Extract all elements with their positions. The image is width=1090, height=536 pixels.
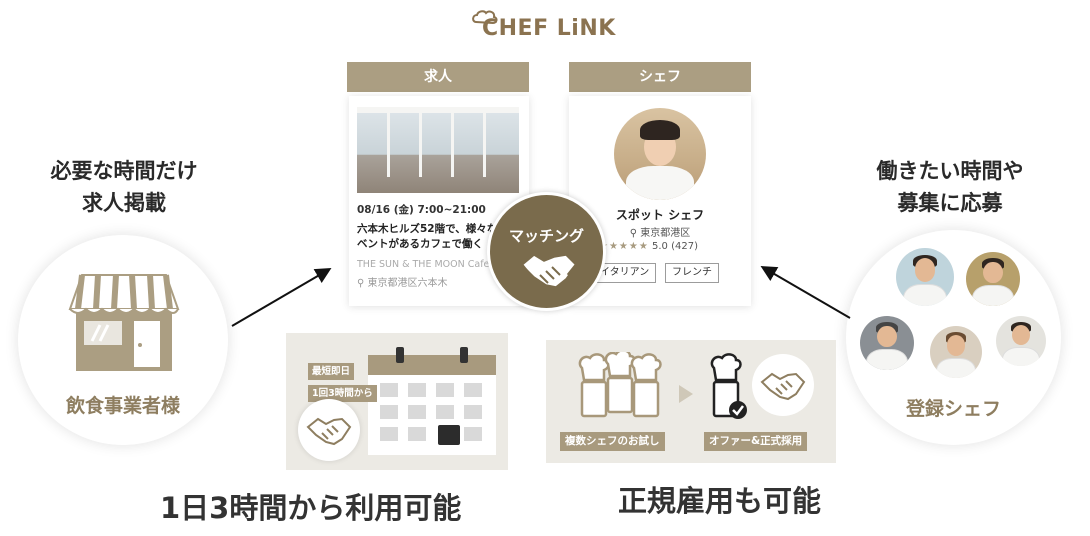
badge-3-hours: 1回3時間から [308, 385, 377, 402]
job-date-time: 08/16 (金) 7:00~21:00 [357, 204, 486, 216]
handshake-icon [752, 354, 814, 416]
rating-score: 5.0 (427) [652, 241, 698, 252]
matching-badge: マッチング [487, 192, 606, 311]
job-area-text: 東京都港区六本木 [367, 278, 448, 289]
employer-label: 飲食事業者様 [65, 395, 180, 417]
chef-area-text: 東京都港区 [640, 228, 691, 239]
briefcase-icon [438, 425, 460, 445]
job-venue-photo [357, 107, 519, 193]
chef-link-logo[interactable]: CHEF LiNK [472, 6, 622, 46]
employer-caption-line2: 求人掲載 [82, 191, 166, 215]
job-title-line1: 六本木ヒルズ52階で、様々なイ [357, 223, 508, 235]
rating-stars-icon: ★★★★★ [599, 241, 649, 252]
badge-offer-hire: オファー&正式採用 [704, 432, 808, 451]
handshake-icon [298, 399, 360, 461]
chef-avatar [996, 316, 1046, 366]
chef-avatar [966, 252, 1020, 306]
chef-arrow [760, 265, 851, 319]
chef-caption-line2: 募集に応募 [897, 191, 1003, 215]
employer-caption-line1: 必要な時間だけ [50, 159, 198, 183]
chef-caption-line1: 働きたい時間や [876, 159, 1024, 183]
job-shop-name: THE SUN & THE MOON Cafe [357, 259, 490, 270]
employer-circle: 飲食事業者様 [18, 235, 228, 445]
location-pin-icon: ⚲ [357, 278, 365, 289]
location-pin-icon: ⚲ [629, 228, 638, 239]
chef-location: ⚲ 東京都港区 [569, 224, 751, 239]
chef-card-tab: シェフ [569, 62, 751, 92]
registered-chefs-label: 登録シェフ [905, 398, 1001, 420]
hired-chef-icon [710, 353, 747, 419]
job-card-tab: 求人 [347, 62, 529, 92]
job-title-line2: ベントがあるカフェで働く [357, 238, 483, 250]
chef-avatar [930, 326, 982, 378]
job-title: 六本木ヒルズ52階で、様々なイ ベントがあるカフェで働く [357, 222, 525, 252]
chef-avatar [860, 316, 914, 370]
matching-label: マッチング [508, 227, 584, 245]
short-shift-panel: 最短即日 1回3時間から [286, 333, 508, 470]
badge-multi-chef-trial: 複数シェフのお試し [560, 432, 665, 451]
chef-name: スポット シェフ [615, 208, 705, 222]
chef-group-icon [578, 352, 662, 418]
chef-caption: 働きたい時間や 募集に応募 [850, 155, 1050, 219]
chevron-right-icon [679, 385, 693, 403]
badge-shortest-same-day: 最短即日 [308, 363, 355, 380]
caption-full-time: 正規雇用も可能 [618, 484, 822, 518]
full-time-panel: 複数シェフのお試し オファー&正式採用 [546, 340, 836, 463]
job-location: ⚲ 東京都港区六本木 [357, 274, 448, 289]
handshake-icon [520, 254, 578, 288]
restaurant-shop-icon [68, 274, 180, 371]
logo-text: CHEF LiNK [482, 16, 616, 41]
cuisine-tag-french[interactable]: フレンチ [665, 263, 719, 283]
chef-hat-logo-icon [472, 10, 498, 25]
caption-3-hours: 1日3時間から利用可能 [160, 491, 462, 525]
calendar-icon [368, 347, 496, 455]
cuisine-tag-italian[interactable]: イタリアン [593, 263, 657, 283]
chef-profile-photo [614, 108, 706, 200]
chef-rating: ★★★★★ 5.0 (427) [599, 241, 698, 252]
employer-caption: 必要な時間だけ 求人掲載 [24, 155, 224, 219]
chef-avatar [896, 248, 954, 306]
registered-chefs-circle: 登録シェフ [846, 230, 1061, 445]
employer-arrow [231, 267, 332, 327]
